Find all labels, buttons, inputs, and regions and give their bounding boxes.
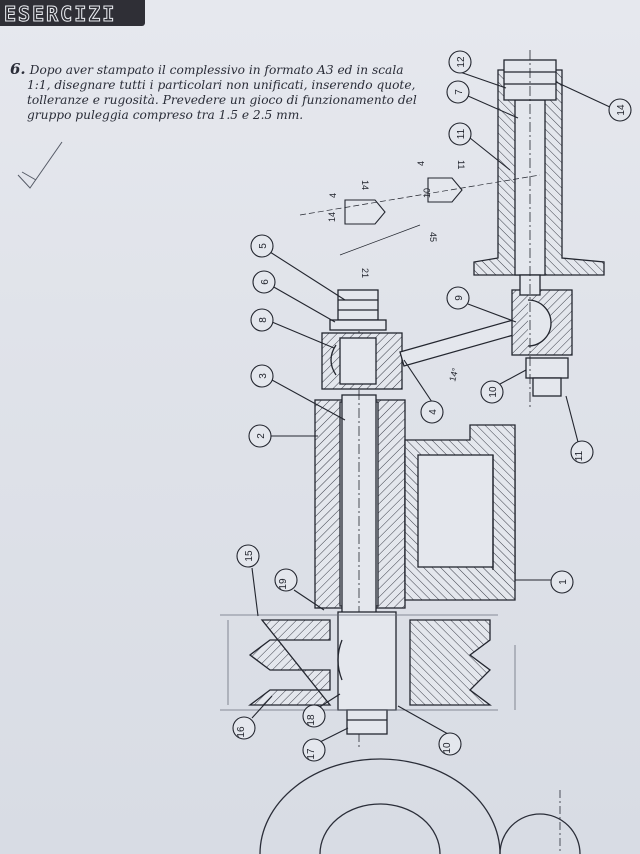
callout-18: 18 (302, 693, 341, 728)
svg-text:16: 16 (236, 726, 247, 738)
svg-text:3: 3 (258, 373, 269, 379)
dim-angle: 14° (447, 366, 460, 382)
callout-2: 2 (248, 424, 318, 448)
dim-14b: 14 (360, 180, 370, 190)
svg-text:7: 7 (454, 89, 465, 95)
svg-text:11: 11 (574, 450, 585, 461)
exercise-line-4: gruppo puleggia compreso tra 1.5 e 2.5 m… (27, 108, 304, 122)
svg-text:11: 11 (456, 128, 467, 139)
dim-11: 11 (456, 160, 466, 169)
exercise-line-3: tolleranze e rugosità. Prevedere un gioc… (27, 93, 417, 107)
callout-6: 6 (252, 270, 336, 323)
svg-text:15: 15 (244, 550, 255, 562)
callout-19: 19 (274, 568, 325, 611)
svg-text:18: 18 (306, 714, 317, 726)
bracket-assembly (314, 50, 605, 750)
svg-text:10: 10 (488, 386, 499, 398)
callout-1: 1 (515, 570, 574, 594)
exercise-line-2: 1:1, disegnare tutti i particolari non u… (27, 78, 416, 92)
svg-text:12: 12 (456, 56, 467, 68)
dim-14a: 14 (327, 212, 337, 222)
callout-7: 7 (446, 80, 519, 119)
svg-text:4: 4 (428, 409, 439, 415)
callout-3: 3 (250, 364, 346, 421)
callout-12: 11 (448, 122, 511, 171)
callout-13: 12 (448, 50, 507, 89)
svg-text:19: 19 (278, 578, 289, 590)
dim-21: 21 (360, 268, 370, 278)
callouts: 12 7 14 11 5 6 8 9 3 4 10 2 11 1 15 19 1… (232, 50, 632, 762)
exercise-number: 6. (10, 60, 26, 78)
dim-4a: 4 (328, 193, 338, 198)
callout-11: 11 (565, 395, 594, 464)
svg-text:6: 6 (260, 279, 271, 285)
dimension-labels: 14 4 14 11 4 10 21 45 14° (327, 160, 466, 383)
dim-10: 10 (422, 188, 432, 198)
callout-4: 4 (403, 359, 444, 424)
callout-14: 14 (555, 81, 632, 122)
section-title: ESERCIZI (3, 2, 117, 27)
dim-4b: 4 (416, 161, 426, 166)
callout-10-bottom: 10 (397, 705, 462, 756)
dim-45: 45 (428, 232, 438, 242)
svg-text:5: 5 (258, 243, 269, 249)
exercise-text: 6.Dopo aver stampato il complessivo in f… (10, 62, 430, 123)
callout-8: 8 (250, 308, 335, 349)
callout-9: 9 (446, 286, 517, 323)
svg-text:9: 9 (454, 295, 465, 301)
section-banner: ESERCIZI (0, 0, 145, 27)
callout-15: 15 (236, 544, 260, 617)
callout-5: 5 (250, 234, 346, 301)
pulley-assembly (220, 611, 516, 735)
lower-figure (259, 758, 581, 854)
pencil-checkmark (17, 141, 63, 189)
svg-text:14: 14 (616, 104, 627, 116)
svg-text:10: 10 (442, 742, 453, 754)
svg-text:17: 17 (306, 748, 317, 760)
svg-text:8: 8 (258, 317, 269, 323)
svg-text:2: 2 (256, 433, 267, 439)
callout-10-top: 10 (480, 369, 527, 404)
callout-17: 17 (302, 727, 349, 762)
exercise-line-1: Dopo aver stampato il complessivo in for… (29, 63, 404, 77)
svg-text:1: 1 (558, 579, 569, 585)
detail-views (299, 174, 541, 256)
callout-16: 16 (232, 695, 273, 740)
